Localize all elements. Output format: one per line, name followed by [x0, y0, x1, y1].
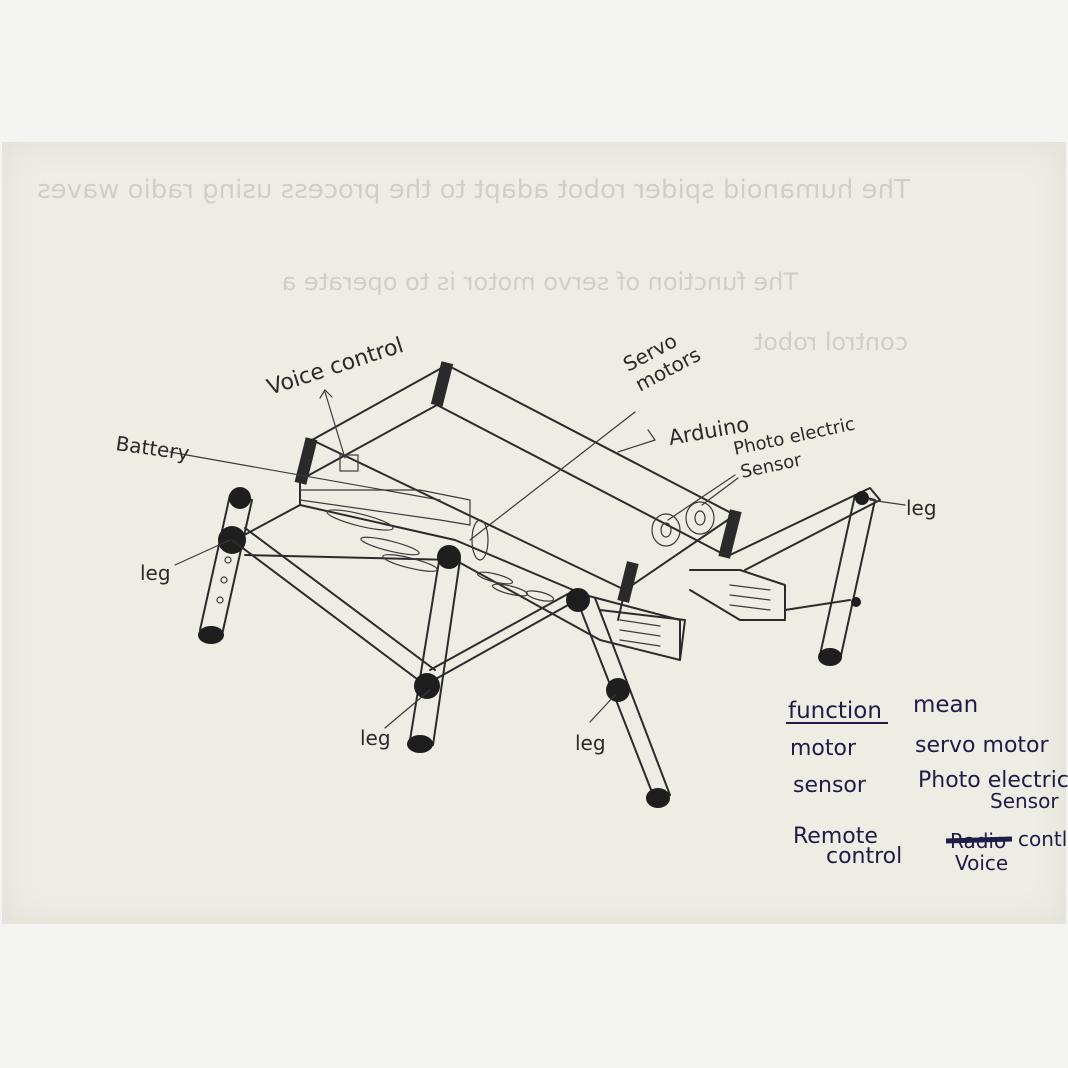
label-leg-front-left: leg	[140, 561, 171, 585]
ghost-line: The humanoid spider robot adapt to the p…	[37, 175, 911, 205]
label-leg-front-right: leg	[575, 731, 606, 755]
table-cell-mean: servo motor	[915, 733, 1049, 758]
table-cell-mean: Voice	[955, 851, 1008, 875]
robot-frame	[235, 361, 785, 660]
function-table: function mean motor servo motor sensor P…	[786, 692, 1068, 875]
table-cell-mean: contl	[1018, 827, 1067, 851]
ghost-line: The function of servo motor is to operat…	[282, 268, 799, 296]
label-leg-back-right: leg	[906, 496, 937, 520]
table-cell-mean: Sensor	[990, 789, 1059, 813]
robot-legs	[198, 487, 880, 808]
ghost-writing: The humanoid spider robot adapt to the p…	[37, 175, 911, 356]
table-cell-function: sensor	[793, 773, 867, 798]
table-cell-function: control	[826, 844, 902, 869]
label-battery: Battery	[114, 431, 191, 465]
label-voice-control: Voice control	[264, 333, 407, 401]
label-leg-middle: leg	[360, 726, 391, 750]
table-header-function: function	[788, 698, 882, 724]
table-cell-function: motor	[790, 736, 857, 761]
table-header-mean: mean	[913, 692, 978, 718]
ghost-line: control robot	[754, 328, 908, 356]
